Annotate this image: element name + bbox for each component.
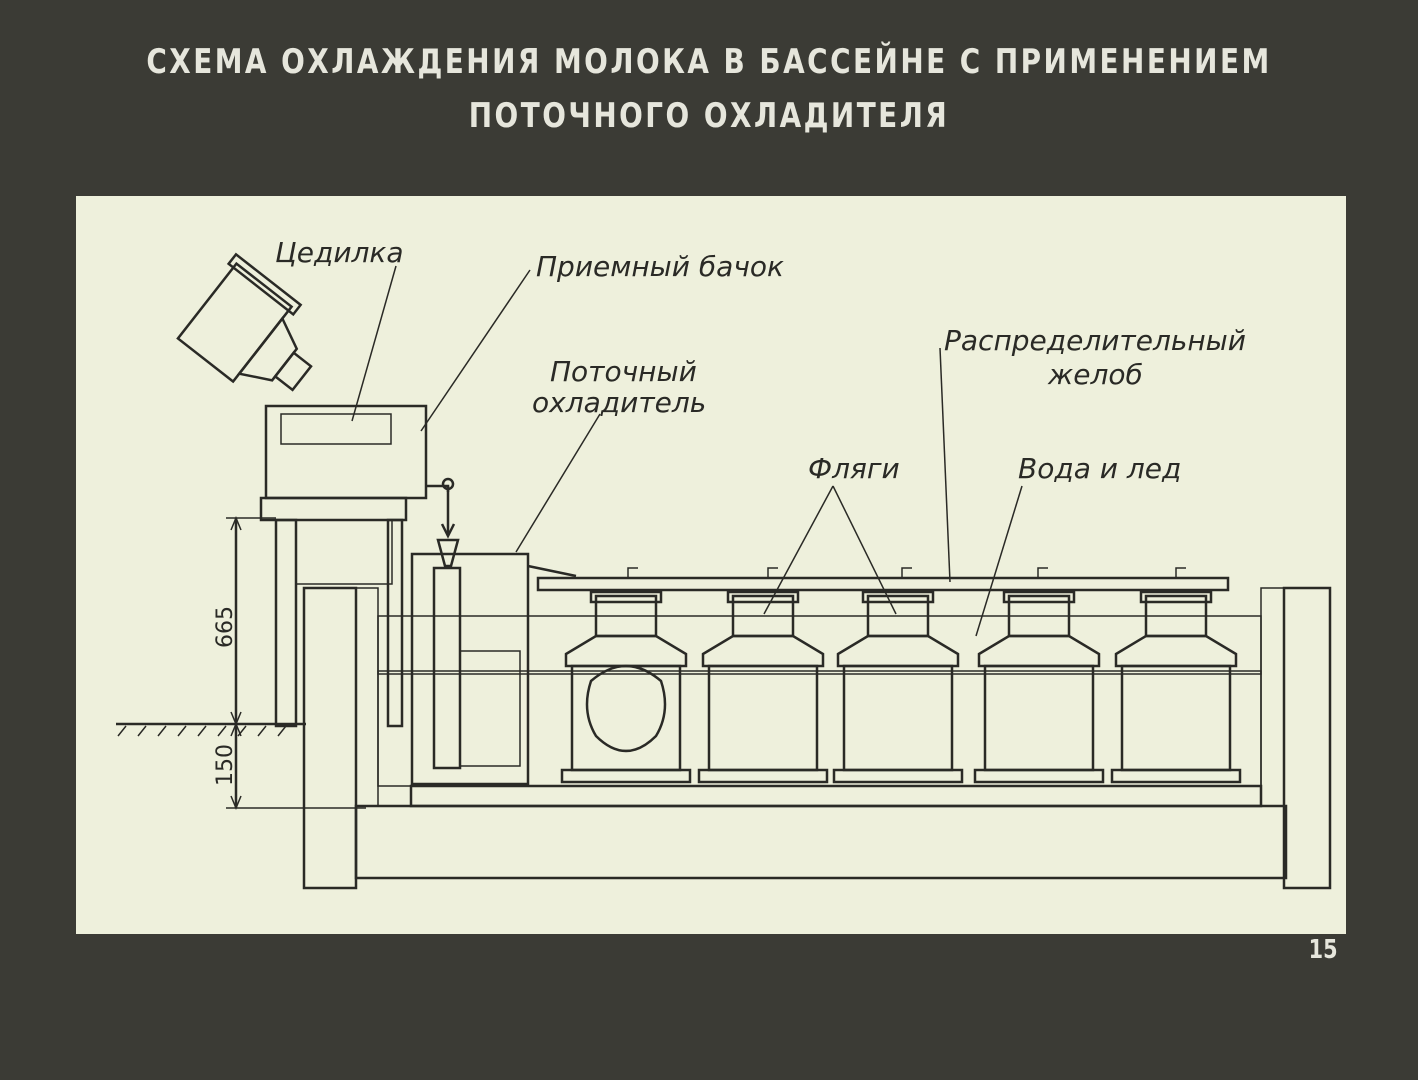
label-water-ice: Вода и лед — [1018, 452, 1181, 485]
receiving-tank — [264, 404, 455, 500]
dim-lower: 150 — [213, 744, 238, 786]
can-4 — [973, 590, 1105, 784]
label-receiving-tank: Приемный бачок — [536, 250, 784, 283]
cooling-diagram: 665 150 Цедилка Приемный бачок Поточный … — [116, 236, 1332, 890]
brick-wall-left — [302, 586, 358, 890]
dimension-lines — [226, 516, 366, 810]
milk-cans — [560, 590, 1242, 784]
receiving-stand — [259, 496, 408, 728]
can-1 — [560, 590, 692, 784]
ice-layer — [377, 615, 1262, 675]
flow-cooler — [410, 486, 530, 786]
leader-lines — [351, 265, 1023, 637]
label-cans: Фляги — [808, 452, 900, 485]
pool-floor — [409, 784, 1263, 808]
strainer-pail — [176, 252, 313, 392]
title-line-2: ПОТОЧНОГО ОХЛАДИТЕЛЯ — [468, 96, 950, 136]
can-2 — [697, 590, 829, 784]
dim-upper: 665 — [213, 606, 238, 648]
can-5 — [1110, 590, 1242, 784]
brick-wall-right — [1282, 586, 1332, 890]
label-flow-cooler-line2: охладитель — [532, 386, 706, 419]
label-distribution-line1: Распределительный — [944, 324, 1246, 357]
diagram-panel: 665 150 Цедилка Приемный бачок Поточный … — [76, 196, 1346, 934]
pool-sand-left — [355, 587, 379, 807]
can-3 — [832, 590, 964, 784]
label-distribution-line2: желоб — [1047, 358, 1143, 391]
sand-foundation — [354, 804, 1288, 880]
pool-sand-right — [1260, 587, 1285, 807]
page-number: 15 — [1308, 935, 1338, 965]
label-flow-cooler-line1: Поточный — [550, 355, 697, 388]
distribution-trough — [527, 564, 1230, 592]
label-strainer: Цедилка — [275, 236, 404, 269]
ground-line — [116, 722, 306, 737]
title-line-1: СХЕМА ОХЛАЖДЕНИЯ МОЛОКА В БАССЕЙНЕ С ПРИ… — [146, 42, 1272, 82]
